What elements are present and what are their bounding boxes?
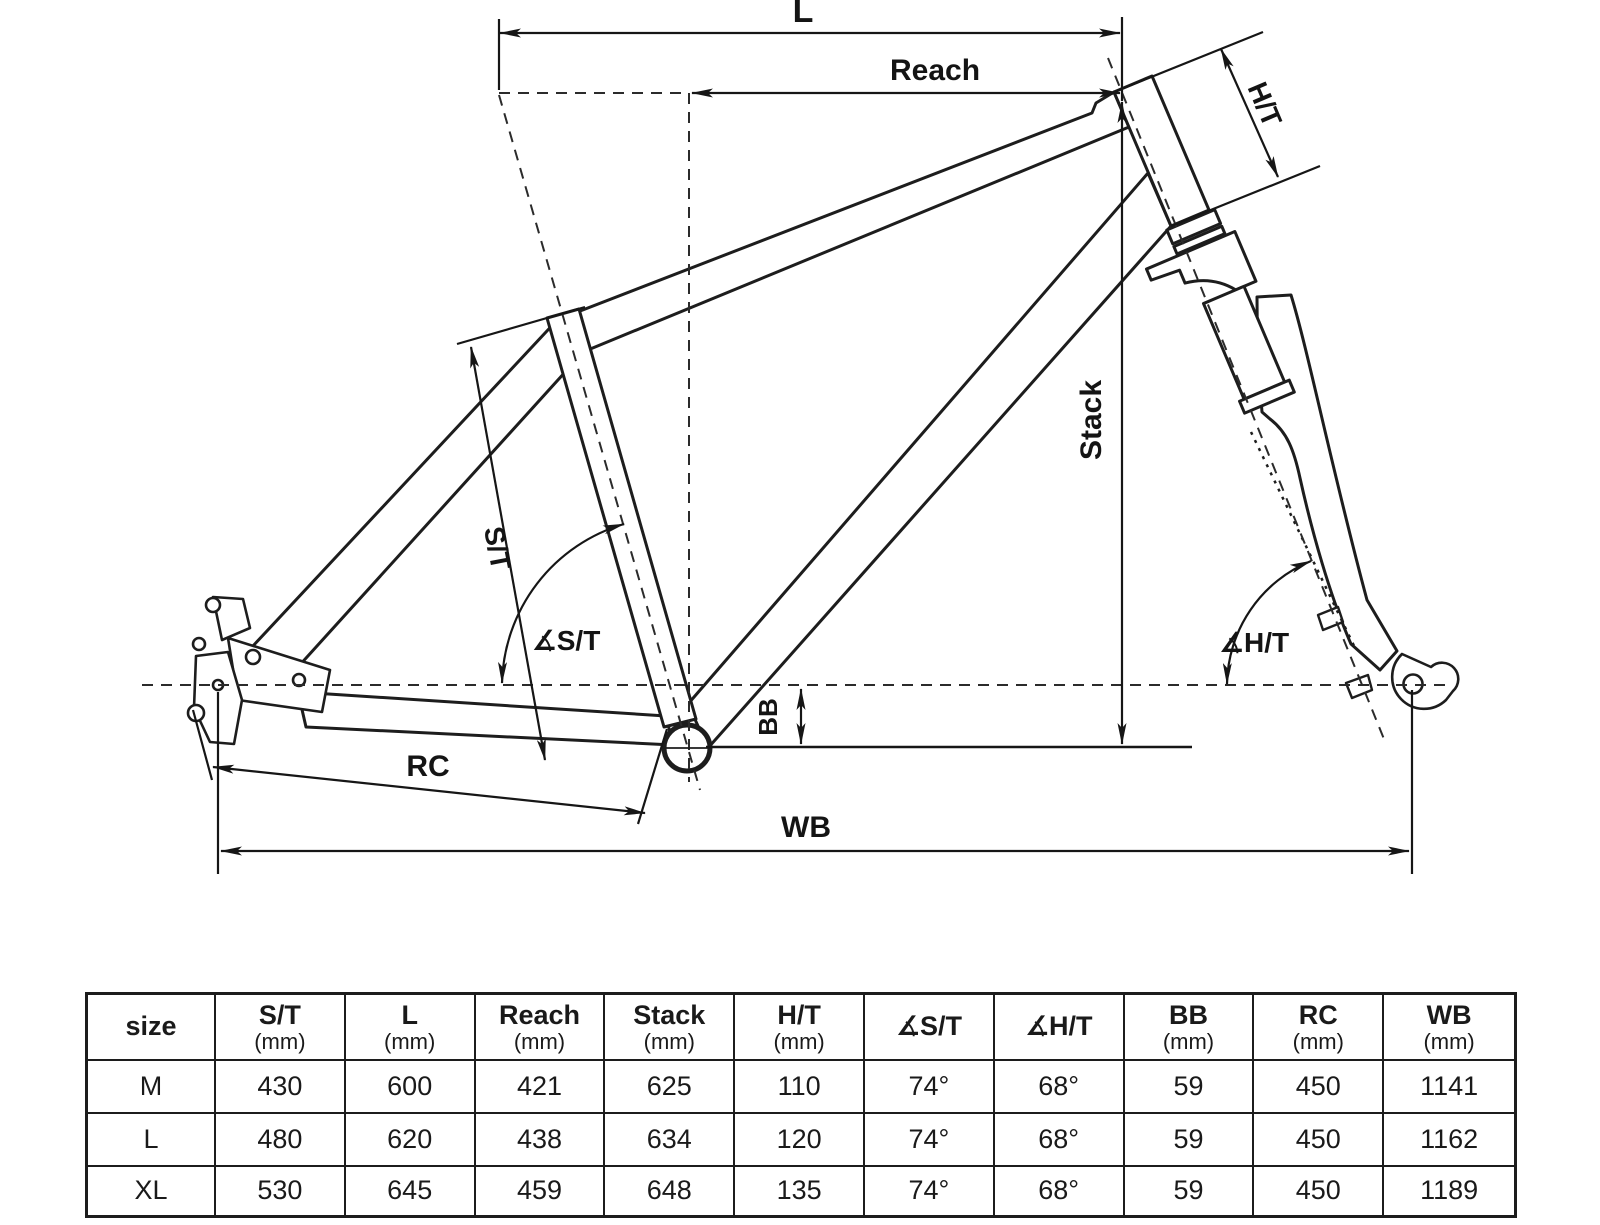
seat-tube-axis — [498, 94, 701, 791]
table-cell: 59 — [1124, 1061, 1255, 1114]
table-cell: 68° — [995, 1167, 1125, 1215]
header-unit: (mm) — [773, 1028, 825, 1054]
dim-angle-ht — [1222, 559, 1312, 685]
header-unit: (mm) — [1423, 1028, 1475, 1054]
chain-stay — [296, 690, 675, 747]
table-cell: 438 — [475, 1114, 606, 1167]
table-cell: 1189 — [1420, 1175, 1479, 1206]
label-stack: Stack — [1075, 380, 1108, 460]
label-angle-st: ∡S/T — [532, 625, 601, 656]
table-header-cell: L (mm) — [345, 995, 476, 1061]
label-reach: Reach — [890, 54, 980, 87]
label-angle-ht: ∡H/T — [1219, 627, 1289, 658]
frame-outline — [186, 74, 1460, 774]
table-cell: 450 — [1254, 1061, 1385, 1114]
table-header-cell: RC (mm) — [1254, 995, 1385, 1061]
table-cell: M — [88, 1061, 216, 1114]
table-cell: 600 — [345, 1061, 476, 1114]
dim-ht — [1219, 48, 1280, 178]
ext-line-rc-left — [191, 709, 214, 781]
table-cell: 135 — [735, 1167, 865, 1215]
table-cell: 625 — [605, 1061, 736, 1114]
table-cell: 645 — [346, 1167, 476, 1215]
label-rc: RC — [406, 750, 449, 783]
steering-axis — [1107, 57, 1387, 745]
table-cell: 59 — [1124, 1114, 1255, 1167]
table-cell: 68° — [994, 1061, 1125, 1114]
table-cell: L — [88, 1114, 216, 1167]
table-cell: 1141 — [1384, 1061, 1514, 1114]
table-cell: 450 — [1254, 1167, 1385, 1215]
header-name: ∡S/T — [895, 1011, 962, 1042]
table-cell: 59 — [1125, 1167, 1255, 1215]
label-ht: H/T — [1242, 77, 1288, 131]
header-name: RC — [1298, 999, 1338, 1030]
table-header-cell: WB (mm) — [1384, 995, 1514, 1061]
label-l: L — [793, 0, 814, 30]
table-cell: 120 — [735, 1114, 865, 1167]
table-cell: 648 — [605, 1167, 736, 1215]
geometry-table: size S/T (mm) L (mm) Reach (mm) Stack (m… — [85, 992, 1517, 1218]
fork-crown — [1144, 208, 1296, 415]
table-cell: 620 — [345, 1114, 476, 1167]
table-header-cell: S/T (mm) — [216, 995, 346, 1061]
table-cell: 110 — [735, 1061, 865, 1114]
table-cell: XL — [88, 1167, 216, 1215]
dim-rc — [212, 764, 646, 816]
header-unit: (mm) — [513, 1028, 566, 1054]
seat-stay — [250, 315, 588, 680]
table-cell: 634 — [605, 1114, 736, 1167]
header-name: H/T — [777, 999, 821, 1030]
label-bb: BB — [753, 698, 783, 736]
label-st: S/T — [478, 524, 517, 573]
table-cell: 1162 — [1384, 1114, 1514, 1167]
header-unit: (mm) — [1292, 1028, 1344, 1054]
table-cell: 74° — [865, 1167, 995, 1215]
front-dropout — [1390, 652, 1460, 711]
header-name: Reach — [498, 999, 581, 1030]
table-header-cell: H/T (mm) — [735, 995, 865, 1061]
dim-angle-st — [498, 522, 625, 684]
ext-line-st-top — [456, 305, 586, 346]
header-unit: (mm) — [1162, 1028, 1215, 1054]
table-cell: 421 — [475, 1061, 606, 1114]
bike-geometry-diagram: L Reach H/T Stack S/T ∡S/T ∡H/T BB RC WB — [142, 0, 1460, 874]
construction-lines — [142, 57, 1448, 791]
label-wb: WB — [781, 811, 831, 844]
table-header-cell: BB (mm) — [1124, 995, 1255, 1061]
header-unit: (mm) — [254, 1028, 306, 1054]
table-header-cell: size — [88, 995, 216, 1061]
header-name: L — [401, 999, 418, 1030]
table-cell: 530 — [216, 1167, 346, 1215]
table-cell: 480 — [216, 1114, 346, 1167]
header-unit: (mm) — [384, 1028, 436, 1054]
header-name: WB — [1426, 999, 1472, 1030]
table-cell: 68° — [994, 1114, 1125, 1167]
header-name: S/T — [258, 999, 301, 1030]
table-cell: 450 — [1254, 1114, 1385, 1167]
table-cell: 74° — [865, 1114, 995, 1167]
table-header-cell: ∡S/T — [865, 995, 995, 1061]
header-name: ∡H/T — [1024, 1011, 1093, 1042]
table-cell: 459 — [476, 1167, 606, 1215]
table-header-cell: Reach (mm) — [475, 995, 606, 1061]
header-unit: (mm) — [643, 1028, 695, 1054]
header-name: BB — [1168, 999, 1208, 1030]
table-header-cell: ∡H/T — [994, 995, 1125, 1061]
table-cell: 430 — [216, 1061, 346, 1114]
header-name: Stack — [633, 999, 706, 1030]
table-header-cell: Stack (mm) — [605, 995, 736, 1061]
ext-line-ht-top — [1113, 30, 1264, 94]
table-cell: 74° — [865, 1061, 995, 1114]
header-name: size — [125, 1011, 177, 1042]
ext-line-ht-bottom — [1170, 164, 1321, 228]
